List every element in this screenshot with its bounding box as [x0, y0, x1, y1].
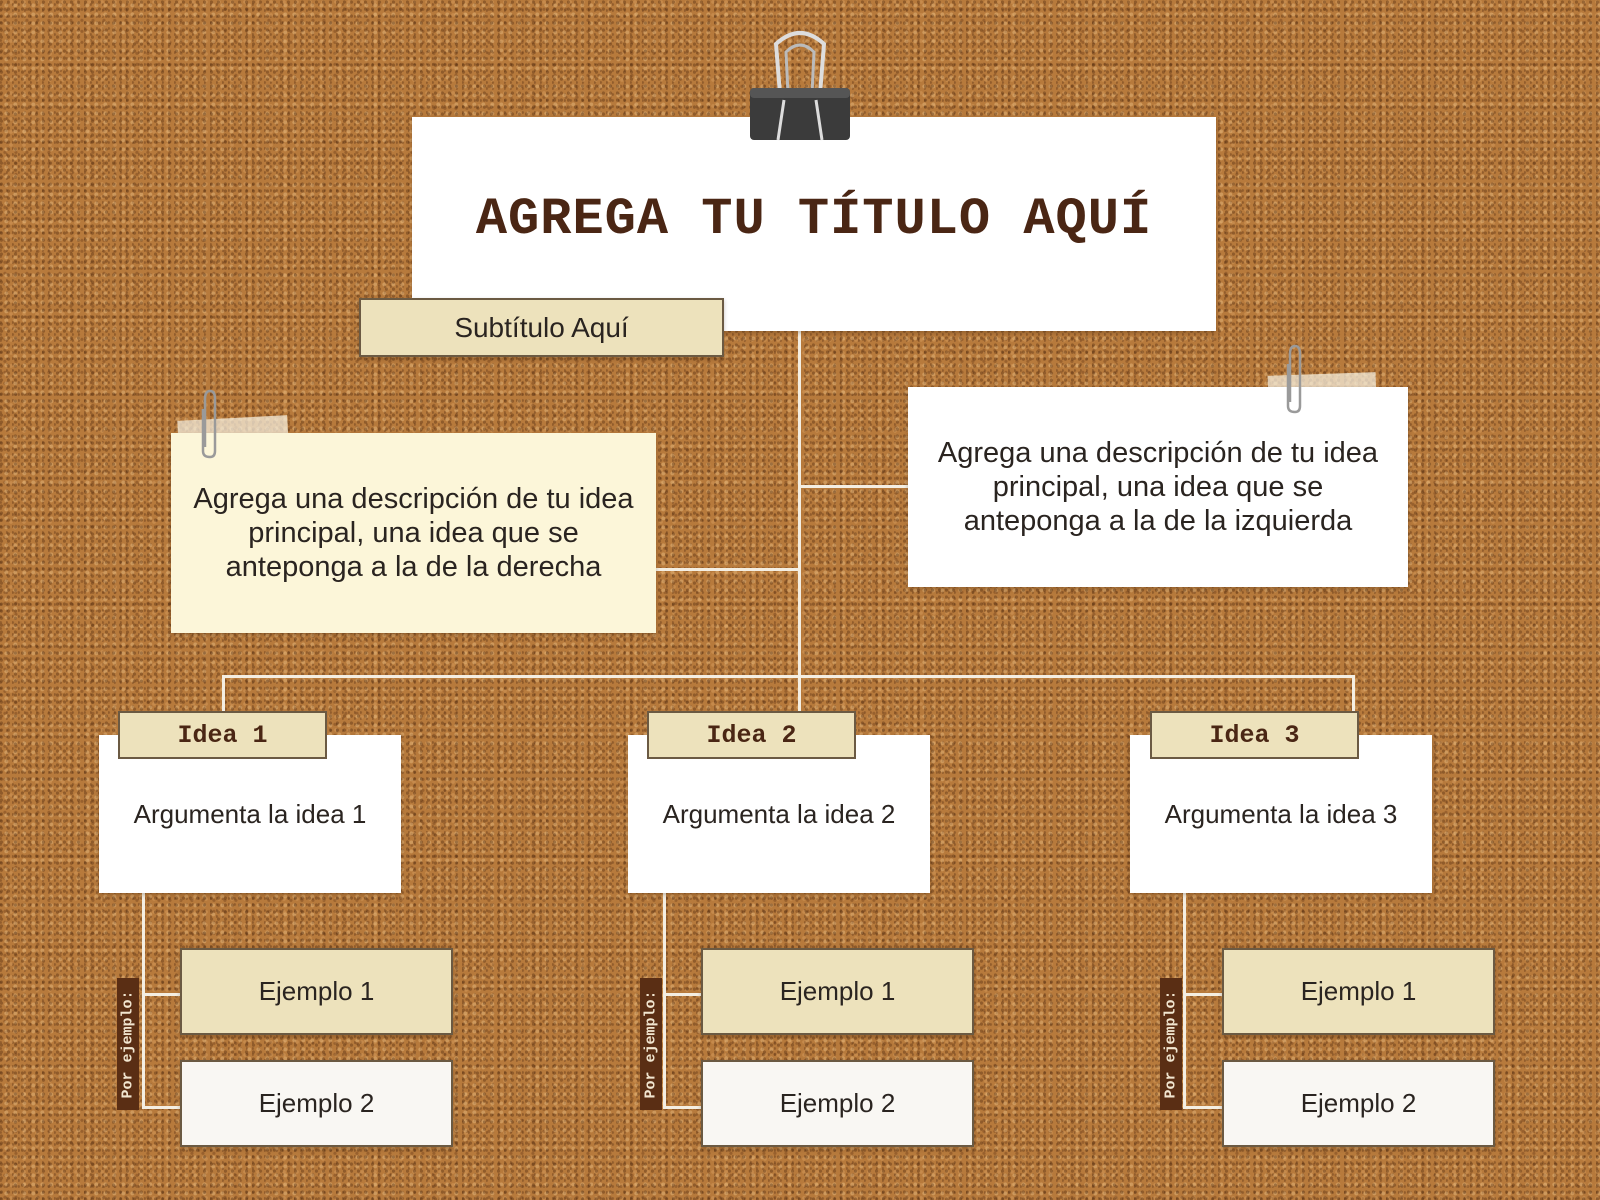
- example-card-3-1: Ejemplo 1: [1222, 948, 1495, 1035]
- paperclip-icon: [201, 389, 217, 459]
- idea-tab-2: Idea 2: [647, 711, 856, 759]
- subtitle-tab: Subtítulo Aquí: [359, 298, 724, 357]
- idea-card-1: Argumenta la idea 1: [99, 735, 401, 893]
- connector-example-1-1: [142, 993, 182, 996]
- connector-idea-1: [222, 675, 225, 711]
- description-left-card: Agrega una descripción de tu idea princi…: [171, 433, 656, 633]
- example-card-2-2: Ejemplo 2: [701, 1060, 974, 1147]
- description-right-text: Agrega una descripción de tu idea princi…: [937, 437, 1379, 537]
- example-prefix-label-2: Por ejemplo:: [640, 978, 662, 1110]
- example-text: Ejemplo 1: [1300, 976, 1417, 1006]
- idea-argument-2: Argumenta la idea 2: [662, 798, 896, 829]
- example-card-3-2: Ejemplo 2: [1222, 1060, 1495, 1147]
- example-card-2-1: Ejemplo 1: [701, 948, 974, 1035]
- idea-card-2: Argumenta la idea 2: [628, 735, 930, 893]
- idea-tab-3: Idea 3: [1150, 711, 1359, 759]
- title-card: AGREGA TU TÍTULO AQUÍ: [412, 117, 1216, 331]
- paperclip-icon: [1286, 344, 1302, 414]
- connector-ideas-bar: [222, 675, 1355, 678]
- connector-right-desc: [798, 485, 910, 488]
- idea-label-1: Idea 1: [177, 720, 268, 750]
- connector-example-3-1: [1183, 993, 1223, 996]
- connector-example-2-2: [663, 1106, 703, 1109]
- connector-trunk: [798, 331, 801, 711]
- connector-example-3-2: [1183, 1106, 1223, 1109]
- idea-tab-1: Idea 1: [118, 711, 327, 759]
- example-text: Ejemplo 1: [258, 976, 375, 1006]
- connector-examples-1: [142, 893, 145, 1108]
- example-card-1-1: Ejemplo 1: [180, 948, 453, 1035]
- example-prefix-label-1: Por ejemplo:: [117, 978, 139, 1110]
- connector-example-2-1: [663, 993, 703, 996]
- connector-example-1-2: [142, 1106, 182, 1109]
- description-right-card: Agrega una descripción de tu idea princi…: [908, 387, 1408, 587]
- connector-examples-3: [1183, 893, 1186, 1108]
- example-text: Ejemplo 2: [258, 1088, 375, 1118]
- subtitle: Subtítulo Aquí: [454, 311, 629, 343]
- connector-examples-2: [663, 893, 666, 1108]
- example-prefix-label-3: Por ejemplo:: [1160, 978, 1182, 1110]
- idea-card-3: Argumenta la idea 3: [1130, 735, 1432, 893]
- idea-label-3: Idea 3: [1209, 720, 1300, 750]
- example-text: Ejemplo 2: [779, 1088, 896, 1118]
- description-left-text: Agrega una descripción de tu idea princi…: [193, 483, 634, 583]
- example-card-1-2: Ejemplo 2: [180, 1060, 453, 1147]
- idea-label-2: Idea 2: [706, 720, 797, 750]
- example-text: Ejemplo 2: [1300, 1088, 1417, 1118]
- connector-left-desc: [656, 568, 801, 571]
- idea-argument-3: Argumenta la idea 3: [1164, 798, 1398, 829]
- idea-argument-1: Argumenta la idea 1: [133, 798, 367, 829]
- page-title: AGREGA TU TÍTULO AQUÍ: [475, 189, 1153, 249]
- binder-clip-icon: [750, 31, 850, 141]
- example-text: Ejemplo 1: [779, 976, 896, 1006]
- connector-idea-3: [1352, 675, 1355, 711]
